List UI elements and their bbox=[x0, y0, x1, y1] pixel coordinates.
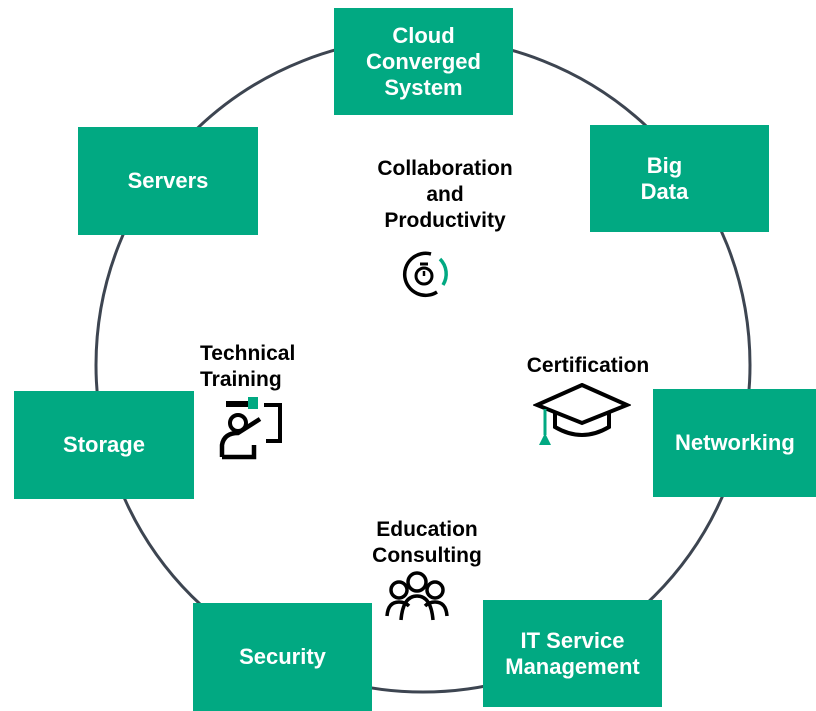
people-group-icon bbox=[385, 571, 449, 621]
box-storage[interactable]: Storage bbox=[14, 391, 194, 499]
presenter-board-icon bbox=[219, 397, 282, 460]
box-servers[interactable]: Servers bbox=[78, 127, 258, 235]
stopwatch-icon bbox=[402, 251, 448, 298]
box-networking[interactable]: Networking bbox=[653, 389, 816, 497]
box-cloud-converged-system[interactable]: Cloud Converged System bbox=[334, 8, 513, 115]
graduation-cap-icon bbox=[533, 383, 631, 445]
box-it-service-management[interactable]: IT Service Management bbox=[483, 600, 662, 707]
label-certification: Certification bbox=[526, 354, 650, 377]
label-education-consulting: Education Consulting bbox=[372, 518, 482, 567]
label-collaboration-productivity: Collaboration and Productivity bbox=[377, 157, 513, 232]
label-technical-training: Technical Training bbox=[200, 342, 296, 391]
box-big-data[interactable]: Big Data bbox=[590, 125, 769, 232]
box-security[interactable]: Security bbox=[193, 603, 372, 711]
